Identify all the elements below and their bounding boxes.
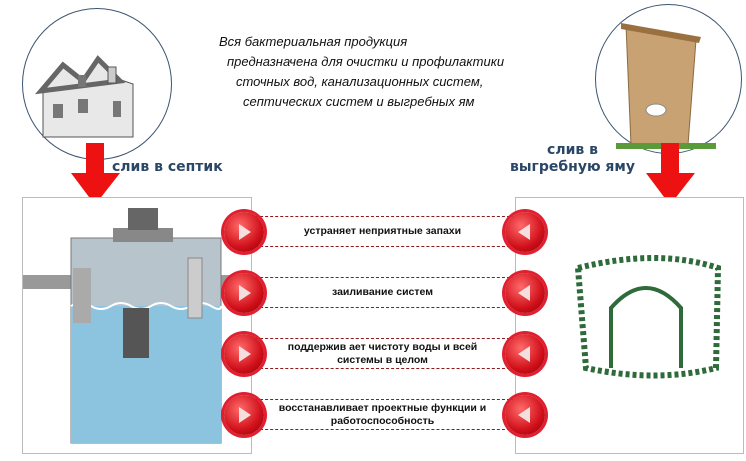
- arrow-right-badge-icon: [224, 212, 264, 252]
- arrow-left-badge-icon: [505, 212, 545, 252]
- intro-line: септических систем и выгребных ям: [243, 94, 475, 109]
- arrow-right-badge-icon: [224, 395, 264, 435]
- benefit-row: заиливание систем: [250, 277, 515, 308]
- intro-text: Вся бактериальная продукция предназначен…: [205, 32, 565, 112]
- arrow-left-badge-icon: [505, 273, 545, 313]
- cesspit-label: слив в выгребную яму: [510, 142, 635, 176]
- intro-line: Вся бактериальная продукция: [219, 34, 408, 49]
- outhouse-circle: [595, 4, 742, 154]
- house-icon: [34, 55, 134, 138]
- arrow-right-badge-icon: [224, 273, 264, 313]
- intro-line: предназначена для очистки и профилактики: [227, 54, 505, 69]
- benefit-row: устраняет неприятные запахи: [250, 216, 515, 247]
- arrow-left-badge-icon: [505, 334, 545, 374]
- arrow-down-icon: [71, 143, 120, 205]
- cesspit-icon: [574, 255, 722, 379]
- arrow-down-icon: [646, 143, 695, 205]
- house-circle: [22, 8, 172, 160]
- benefit-row: восстанавливает проектные функции и рабо…: [250, 399, 515, 430]
- septic-label: слив в септик: [112, 159, 223, 175]
- septic-panel: [22, 197, 253, 454]
- cesspit-panel: [515, 197, 744, 454]
- arrow-left-badge-icon: [505, 395, 545, 435]
- cesspit-label-line: слив в: [547, 142, 598, 158]
- septic-tank-icon: [23, 208, 253, 444]
- cesspit-label-line: выгребную яму: [510, 159, 635, 175]
- benefit-row: поддержив ает чистоту воды и всей систем…: [250, 338, 515, 369]
- outhouse-icon: [616, 23, 716, 149]
- arrow-right-badge-icon: [224, 334, 264, 374]
- intro-line: сточных вод, канализационных систем,: [236, 74, 484, 89]
